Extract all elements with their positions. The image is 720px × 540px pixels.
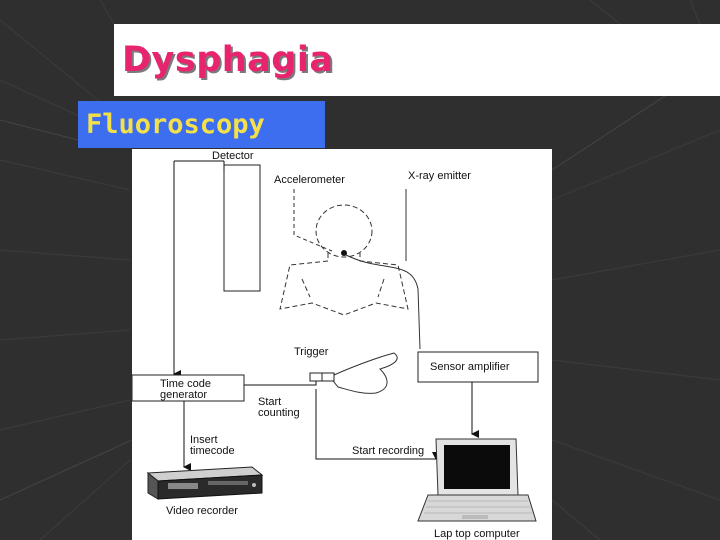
label-start-recording: Start recording (352, 445, 425, 457)
detector-panel (223, 164, 261, 292)
label-start: Start (258, 396, 282, 408)
label-generator: generator (160, 389, 208, 401)
label-sensor-amplifier: Sensor amplifier (430, 361, 510, 373)
label-video-recorder: Video recorder (166, 505, 238, 517)
label-counting: counting (258, 407, 300, 419)
slide-subtitle: Fluoroscopy (86, 109, 265, 140)
video-recorder-icon (146, 466, 264, 500)
sensor-amplifier-box (417, 351, 539, 383)
hand-trigger-icon (329, 352, 398, 394)
subtitle-bar: Fluoroscopy (78, 101, 325, 148)
time-code-generator-box (132, 374, 245, 402)
label-time-code: Time code (160, 378, 211, 390)
diagram-drawing (132, 160, 539, 522)
label-xray-emitter: X-ray emitter (408, 170, 471, 182)
fluoroscopy-setup-diagram: Detector Accelerometer X-ray emitter Tri… (132, 149, 552, 540)
label-timecode: timecode (190, 445, 235, 457)
label-insert: Insert (190, 434, 218, 446)
label-laptop-computer: Lap top computer (434, 528, 520, 540)
person-outline-icon (279, 204, 409, 316)
laptop-icon (417, 438, 537, 522)
slide-title: Dysphagia (122, 40, 334, 80)
label-accelerometer: Accelerometer (274, 174, 345, 186)
label-trigger: Trigger (294, 346, 329, 358)
label-detector: Detector (212, 150, 254, 162)
title-bar: Dysphagia (114, 24, 720, 96)
